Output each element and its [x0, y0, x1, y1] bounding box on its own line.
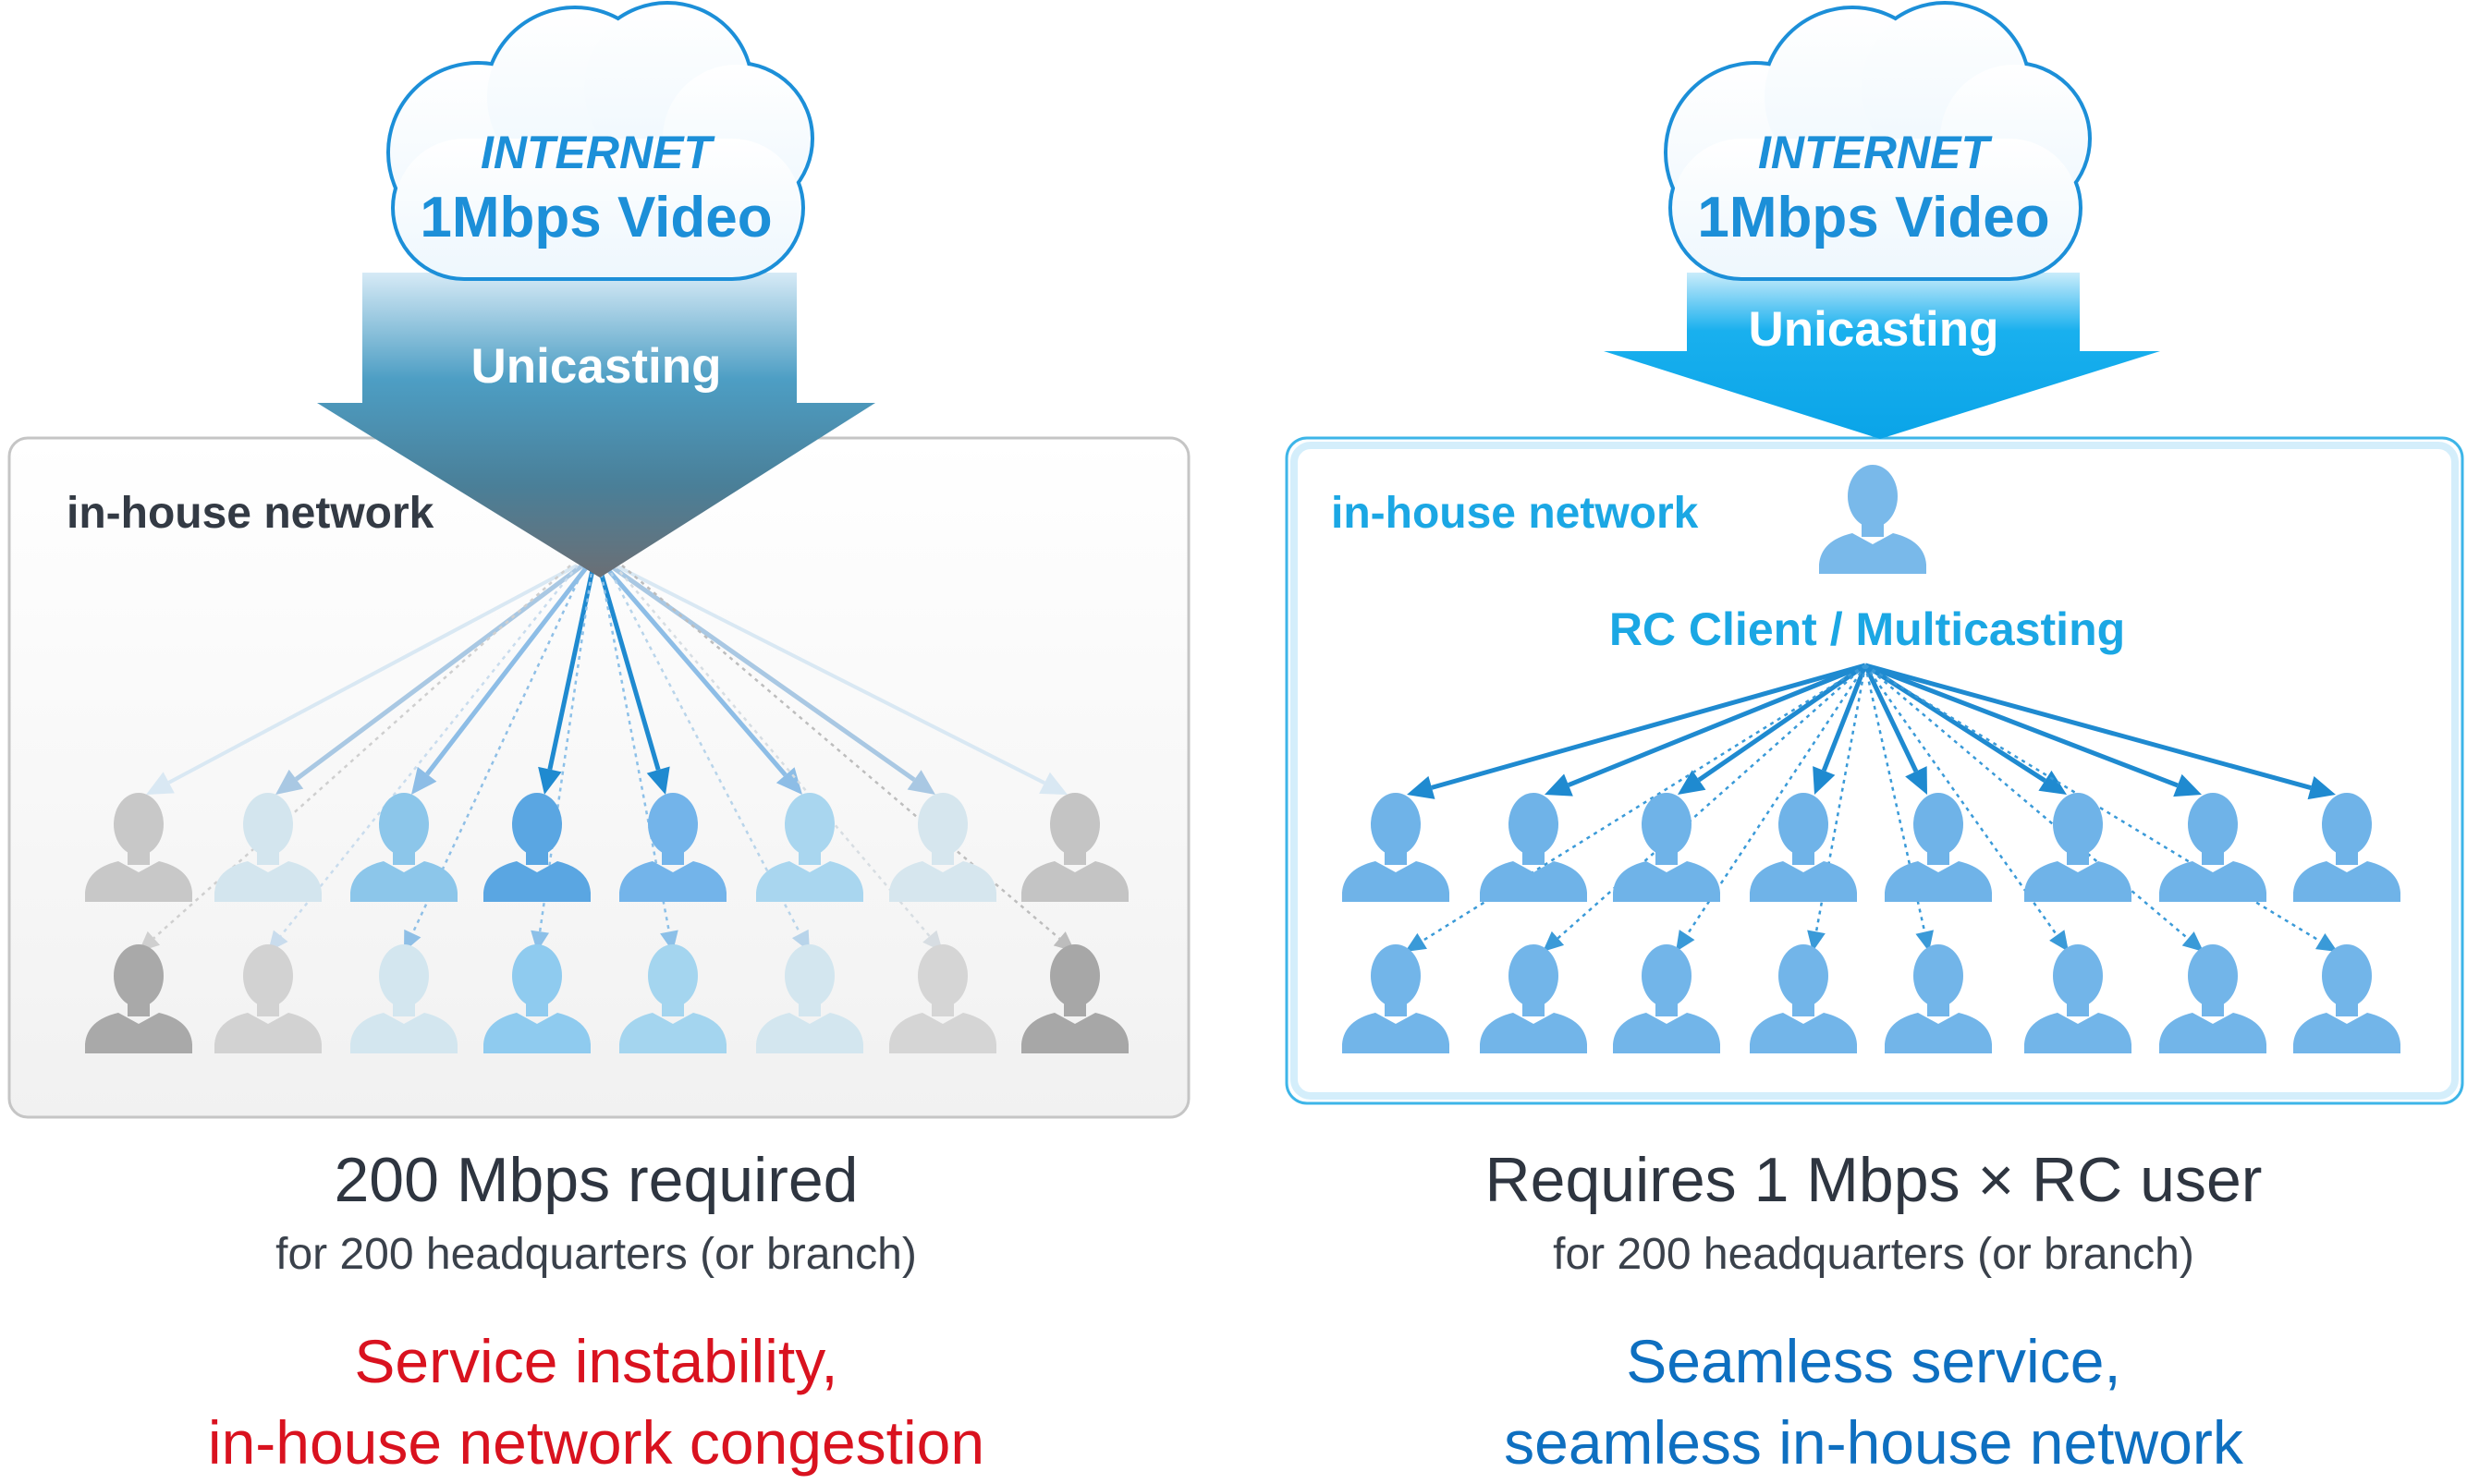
user-icon: [2159, 944, 2266, 1053]
right-cloud-title: INTERNET: [1758, 127, 1989, 178]
right-unicast-arrow-icon: [1604, 273, 2160, 439]
user-icon: [85, 944, 192, 1053]
right-link-row1: [1864, 663, 2336, 800]
user-icon: [483, 944, 591, 1053]
user-icon: [1885, 944, 1992, 1053]
rc-client-user-icon: [1819, 465, 1926, 574]
left-link-row1: [146, 564, 578, 795]
right-link-row2: [1543, 664, 1866, 952]
left-link-row1: [411, 564, 590, 795]
left-outcome-line2: in-house network congestion: [207, 1408, 985, 1477]
user-icon: [756, 793, 863, 902]
right-link-row2: [1864, 664, 2204, 952]
user-icon: [2159, 793, 2266, 902]
left-cloud-title: INTERNET: [481, 127, 712, 178]
left-network-label: in-house network: [67, 489, 434, 538]
left-link-row1: [538, 565, 596, 795]
user-icon: [483, 793, 591, 902]
right-link-row1: [1862, 663, 1927, 795]
right-cloud-bandwidth: 1Mbps Video: [1697, 186, 2050, 249]
user-icon: [619, 944, 727, 1053]
user-icon: [756, 944, 863, 1053]
user-icon: [1750, 944, 1857, 1053]
user-icon: [1613, 793, 1720, 902]
user-icon: [214, 793, 322, 902]
left-requirement: 200 Mbps required: [334, 1145, 859, 1215]
user-icon: [1613, 944, 1720, 1053]
left-link-row1: [596, 565, 670, 795]
user-icon: [1021, 944, 1129, 1053]
right-link-row1: [1813, 664, 1868, 795]
user-icon: [1342, 944, 1449, 1053]
left-unicast-arrow-icon: [317, 273, 875, 578]
right-requirement-sub: for 200 headquarters (or branch): [1553, 1230, 2194, 1279]
user-icon: [214, 944, 322, 1053]
left-cloud-bandwidth: 1Mbps Video: [420, 186, 773, 249]
left-outcome-line1: Service instability,: [354, 1327, 838, 1395]
user-icon: [350, 944, 458, 1053]
user-icon: [1021, 793, 1129, 902]
user-icon: [1480, 793, 1587, 902]
user-icon: [2024, 944, 2131, 1053]
left-link-row1: [603, 564, 802, 795]
user-icon: [85, 793, 192, 902]
user-icon: [2293, 944, 2400, 1053]
right-outcome-line1: Seamless service,: [1626, 1327, 2121, 1395]
user-icon: [889, 793, 996, 902]
right-network-label: in-house network: [1331, 489, 1699, 538]
right-network-box: [1285, 436, 2464, 1105]
user-icon: [2293, 793, 2400, 902]
user-icon: [1480, 944, 1587, 1053]
user-icon: [1750, 793, 1857, 902]
user-icon: [619, 793, 727, 902]
left-arrow-label: Unicasting: [470, 339, 722, 394]
user-icon: [1342, 793, 1449, 902]
left-requirement-sub: for 200 headquarters (or branch): [275, 1230, 917, 1279]
right-link-row1: [1545, 663, 1866, 797]
rc-client-label: RC Client / Multicasting: [1608, 603, 2126, 655]
right-link-row1: [1407, 663, 1866, 799]
right-link-row1: [1864, 663, 2202, 797]
right-requirement: Requires 1 Mbps × RC user: [1484, 1145, 2263, 1215]
left-link-row1: [275, 563, 584, 795]
user-icon: [350, 793, 458, 902]
left-link-row1: [615, 564, 1068, 795]
right-arrow-label: Unicasting: [1748, 302, 1999, 357]
user-icon: [2024, 793, 2131, 902]
right-link-row1: [1678, 663, 1867, 795]
right-outcome-line2: seamless in-house network: [1504, 1408, 2243, 1477]
left-link-row1: [608, 563, 935, 795]
user-icon: [889, 944, 996, 1053]
user-icon: [1885, 793, 1992, 902]
